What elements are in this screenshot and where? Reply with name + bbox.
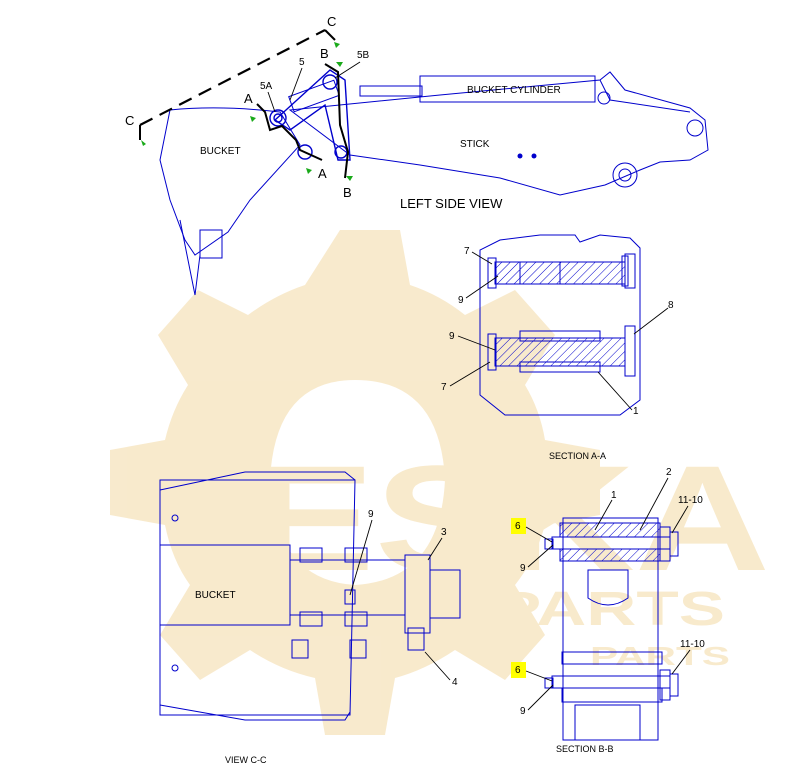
sec-aa-callout-1: 1	[633, 406, 639, 417]
pin-b-upper	[559, 522, 661, 538]
cut-line-a	[256, 103, 323, 161]
stick-label: STICK	[460, 139, 490, 150]
view-cc-callout-9: 9	[368, 509, 374, 520]
cut-c-left-label: C	[125, 113, 134, 128]
stick-outline	[288, 71, 709, 196]
sec-bb-callout-6-top: 6	[515, 521, 521, 532]
arrow-icon	[336, 62, 343, 67]
left-side-view: BUCKET CYLINDER STICK BUCKET 5 5A 5B A A…	[125, 14, 709, 296]
bucket-cylinder-label: BUCKET CYLINDER	[467, 85, 561, 96]
pin-lower	[494, 337, 626, 367]
sec-bb-callout-9-top: 9	[520, 563, 526, 574]
sec-aa-callout-7-bottom: 7	[441, 382, 447, 393]
left-side-view-title: LEFT SIDE VIEW	[400, 196, 503, 211]
section-a-a: 7 9 8 9 7 1 SECTION A-A	[441, 234, 674, 461]
bucket-linkage	[273, 69, 351, 161]
cut-b-bottom-label: B	[343, 185, 352, 200]
section-b-b-title: SECTION B-B	[556, 744, 614, 754]
sec-bb-callout-11-10-top: 11-10	[678, 495, 703, 506]
sec-bb-callout-2: 2	[666, 467, 672, 478]
sec-bb-callout-6-bottom: 6	[515, 665, 521, 676]
highlight-callout-6-top	[511, 518, 526, 534]
cut-line-b	[324, 63, 350, 179]
bucket-outline	[159, 107, 301, 256]
callout-5a: 5A	[260, 81, 273, 92]
highlight-callout-6-bottom	[511, 662, 526, 678]
sec-aa-callout-7-top: 7	[464, 246, 470, 257]
arrow-icon	[334, 42, 340, 48]
bucket-cylinder	[419, 75, 596, 103]
arrow-icon	[346, 176, 353, 181]
callout-5: 5	[299, 57, 305, 68]
view-cc-bucket-label: BUCKET	[195, 590, 236, 601]
arrow-icon	[141, 140, 146, 146]
arrow-icon	[306, 168, 312, 174]
arrow-icon	[250, 116, 256, 122]
callout-5b: 5B	[357, 50, 370, 61]
watermark: ESKA PARTS PARTS	[110, 230, 770, 735]
sec-aa-callout-9-mid: 9	[449, 331, 455, 342]
gear-logo-icon	[110, 230, 600, 735]
cut-line-c	[139, 29, 326, 126]
watermark-text-parts-small: PARTS	[590, 641, 730, 671]
sec-bb-callout-1: 1	[611, 490, 617, 501]
section-b-b: 1 2 11-10 6 9 6 9 11-10 SECTION B-B	[511, 467, 705, 754]
cut-a-bottom-label: A	[318, 166, 327, 181]
view-c-c-title: VIEW C-C	[225, 755, 267, 765]
view-cc-callout-4: 4	[452, 677, 458, 688]
watermark-text-main: ESKA	[250, 434, 770, 602]
cut-b-top-label: B	[320, 46, 329, 61]
view-cc-callout-3: 3	[441, 527, 447, 538]
watermark-text-parts: PARTS	[495, 583, 725, 636]
section-a-a-title: SECTION A-A	[549, 451, 606, 461]
sec-bb-callout-11-10-bottom: 11-10	[680, 639, 705, 650]
sec-aa-callout-8: 8	[668, 300, 674, 311]
cut-a-top-label: A	[244, 91, 253, 106]
cut-c-right-label: C	[327, 14, 336, 29]
bucket-plan-outline	[159, 479, 356, 716]
sec-bb-callout-9-bottom: 9	[520, 706, 526, 717]
view-c-c: BUCKET 9 3 4 VIEW C-C	[159, 471, 461, 765]
bucket-label: BUCKET	[200, 146, 241, 157]
sec-aa-callout-9-top: 9	[458, 295, 464, 306]
